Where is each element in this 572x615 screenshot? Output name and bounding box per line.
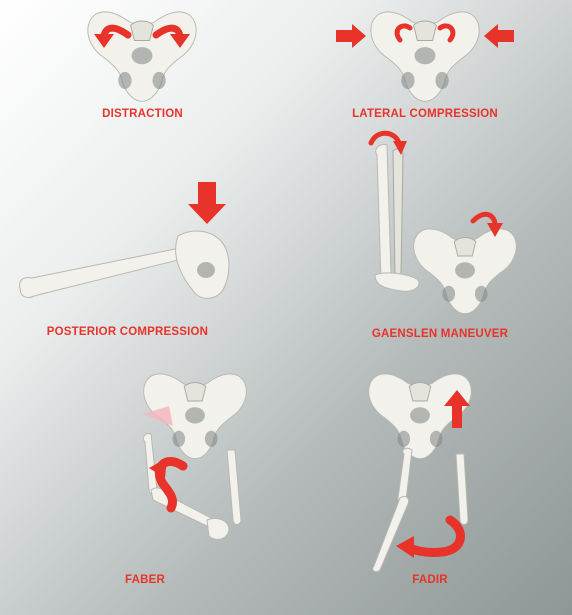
other-leg-bone xyxy=(226,449,242,525)
panel-distraction: DISTRACTION xyxy=(70,0,215,130)
fibula-bone xyxy=(392,148,404,276)
fadir-rotation-arrow xyxy=(401,515,465,557)
femur-bone xyxy=(19,245,195,299)
pelvis-bone xyxy=(87,11,197,102)
fadir-rotation-arrow-head xyxy=(396,536,414,558)
knee-rotation-arrow xyxy=(368,130,402,146)
femur-bone xyxy=(142,433,158,495)
label-faber: FABER xyxy=(125,574,165,586)
faber-rotation-arrow xyxy=(154,457,188,513)
femur-bone xyxy=(397,447,413,505)
label-lateral-compression: LATERAL COMPRESSION xyxy=(352,108,498,120)
highlighted-joint xyxy=(143,406,173,426)
rotation-arrow-right xyxy=(437,23,456,43)
pelvis-distraction-illustration xyxy=(87,11,197,102)
panel-fadir: FADIR xyxy=(340,370,540,595)
pelvis-bone xyxy=(370,11,480,102)
rotation-arrow-left xyxy=(394,23,413,43)
downward-pressure-arrow xyxy=(188,182,226,224)
distraction-arrow-left-head xyxy=(94,34,114,48)
pelvis-rotation-arrow-head xyxy=(487,223,503,237)
pelvis-lateral-compression-illustration xyxy=(336,11,514,102)
posterior-compression-illustration xyxy=(19,182,230,299)
gaenslen-illustration xyxy=(368,130,517,315)
faber-rotation-arrow-head xyxy=(149,458,167,478)
tibia-bone xyxy=(372,495,409,573)
compression-arrow-left xyxy=(336,24,366,48)
label-posterior-compression: POSTERIOR COMPRESSION xyxy=(46,326,209,338)
fadir-upward-arrow xyxy=(444,390,470,428)
foot-bone xyxy=(374,272,420,292)
panel-gaenslen-maneuver: GAENSLEN MANEUVER xyxy=(345,125,535,350)
label-gaenslen-maneuver: GAENSLEN MANEUVER xyxy=(371,328,509,340)
panel-faber: FABER xyxy=(45,370,285,595)
distraction-arrow-right-head xyxy=(170,34,190,48)
faber-illustration xyxy=(142,373,247,540)
knee-rotation-arrow-head xyxy=(393,141,407,155)
pelvis-rotation-arrow xyxy=(470,211,498,228)
tibia-bone xyxy=(375,144,392,285)
label-fadir: FADIR xyxy=(412,574,448,586)
other-leg-bone xyxy=(455,453,469,525)
tibia-bone xyxy=(150,487,217,529)
panel-lateral-compression: LATERAL COMPRESSION xyxy=(330,0,520,130)
pelvis-bone xyxy=(413,228,517,315)
compression-arrow-right xyxy=(484,24,514,48)
panel-posterior-compression: POSTERIOR COMPRESSION xyxy=(10,178,245,348)
fadir-illustration xyxy=(368,373,472,573)
foot-bone xyxy=(206,517,230,540)
label-distraction: DISTRACTION xyxy=(102,108,183,120)
